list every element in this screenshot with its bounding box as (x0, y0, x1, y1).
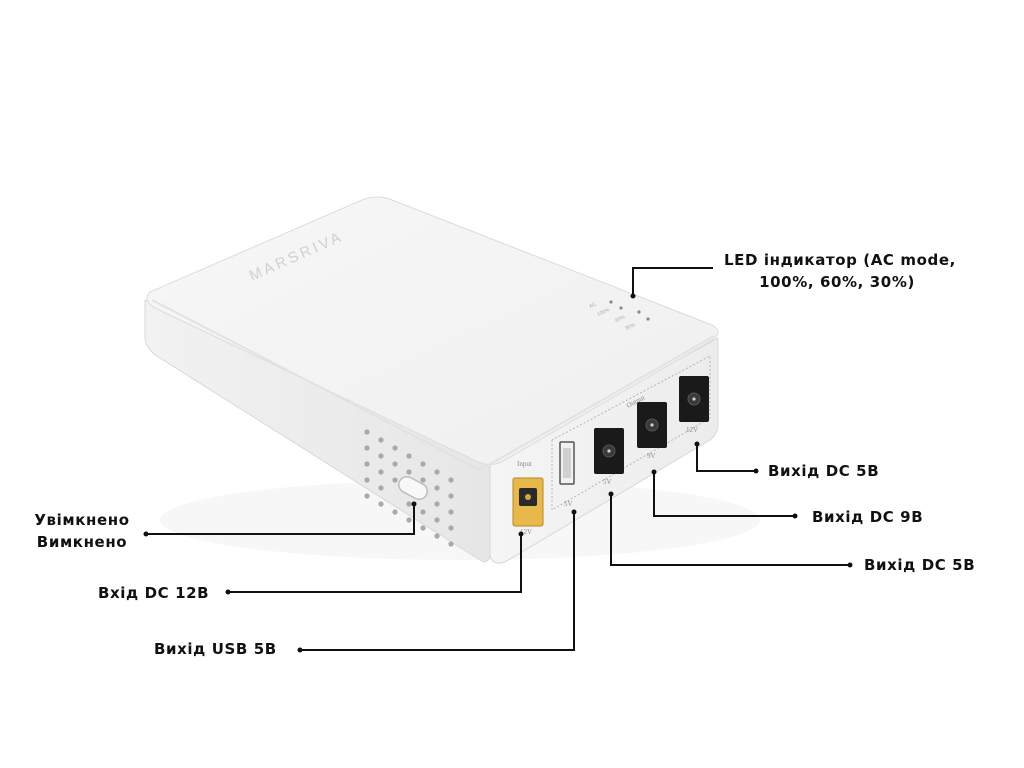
dc-port-12v-label: 12V (686, 426, 698, 434)
dc-port-12v (679, 376, 709, 422)
led-dot (619, 306, 623, 310)
callout-out-dc-left: Вихід DC 5В (864, 556, 976, 574)
leader-power (146, 504, 415, 535)
led-label: 30% (624, 322, 636, 332)
leader-led (632, 267, 713, 296)
leader-out-dc-left (610, 494, 850, 566)
callout-out-dc-9: Вихід DC 9В (812, 508, 924, 526)
callout-led-line2: 100%, 60%, 30%) (759, 273, 915, 291)
led-label: 100% (596, 307, 611, 318)
dc-port-5v (594, 428, 624, 474)
dc-port-9v (637, 402, 667, 448)
leader-usb (300, 512, 575, 651)
callout-led: LED індикатор (AC mode, 100%, 60%, 30%) (724, 249, 956, 293)
dc-port-9v-label: 9V (647, 452, 656, 460)
callout-power-on: Увімкнено (34, 511, 130, 529)
vent-grille (364, 429, 454, 547)
callout-out-dc-right: Вихід DC 5В (768, 462, 880, 480)
leader-out-dc-9 (653, 472, 795, 517)
leader-out-dc-right (696, 444, 756, 472)
input-voltage-label: 12V (520, 528, 532, 536)
callout-led-line1: LED індикатор (AC mode, (724, 251, 956, 269)
output-group-outline (551, 355, 711, 511)
led-dot (646, 317, 650, 321)
leader-endpoints (143, 293, 853, 653)
callout-power-off: Вимкнено (36, 533, 128, 551)
led-indicators: AC 100% 60% 30% (588, 300, 650, 332)
input-port-label: Input (517, 460, 532, 468)
led-label: AC (588, 301, 597, 309)
callout-power-switch: Увімкнено Вимкнено (24, 509, 140, 553)
power-switch[interactable] (396, 474, 430, 502)
led-label: 60% (614, 314, 626, 324)
dc-port-5v-label: 5V (603, 478, 612, 486)
usb-voltage-label: 5V (564, 500, 573, 508)
device-left-side (144, 299, 491, 563)
device-top-face (146, 196, 719, 466)
callout-out-usb: Вихід USB 5В (154, 640, 277, 658)
device-top-edge (151, 299, 715, 472)
leader-in-dc (228, 534, 522, 593)
led-dot (609, 300, 613, 304)
leader-lines (146, 267, 850, 651)
led-dot (637, 310, 641, 314)
callout-in-dc-12: Вхід DC 12В (98, 584, 210, 602)
